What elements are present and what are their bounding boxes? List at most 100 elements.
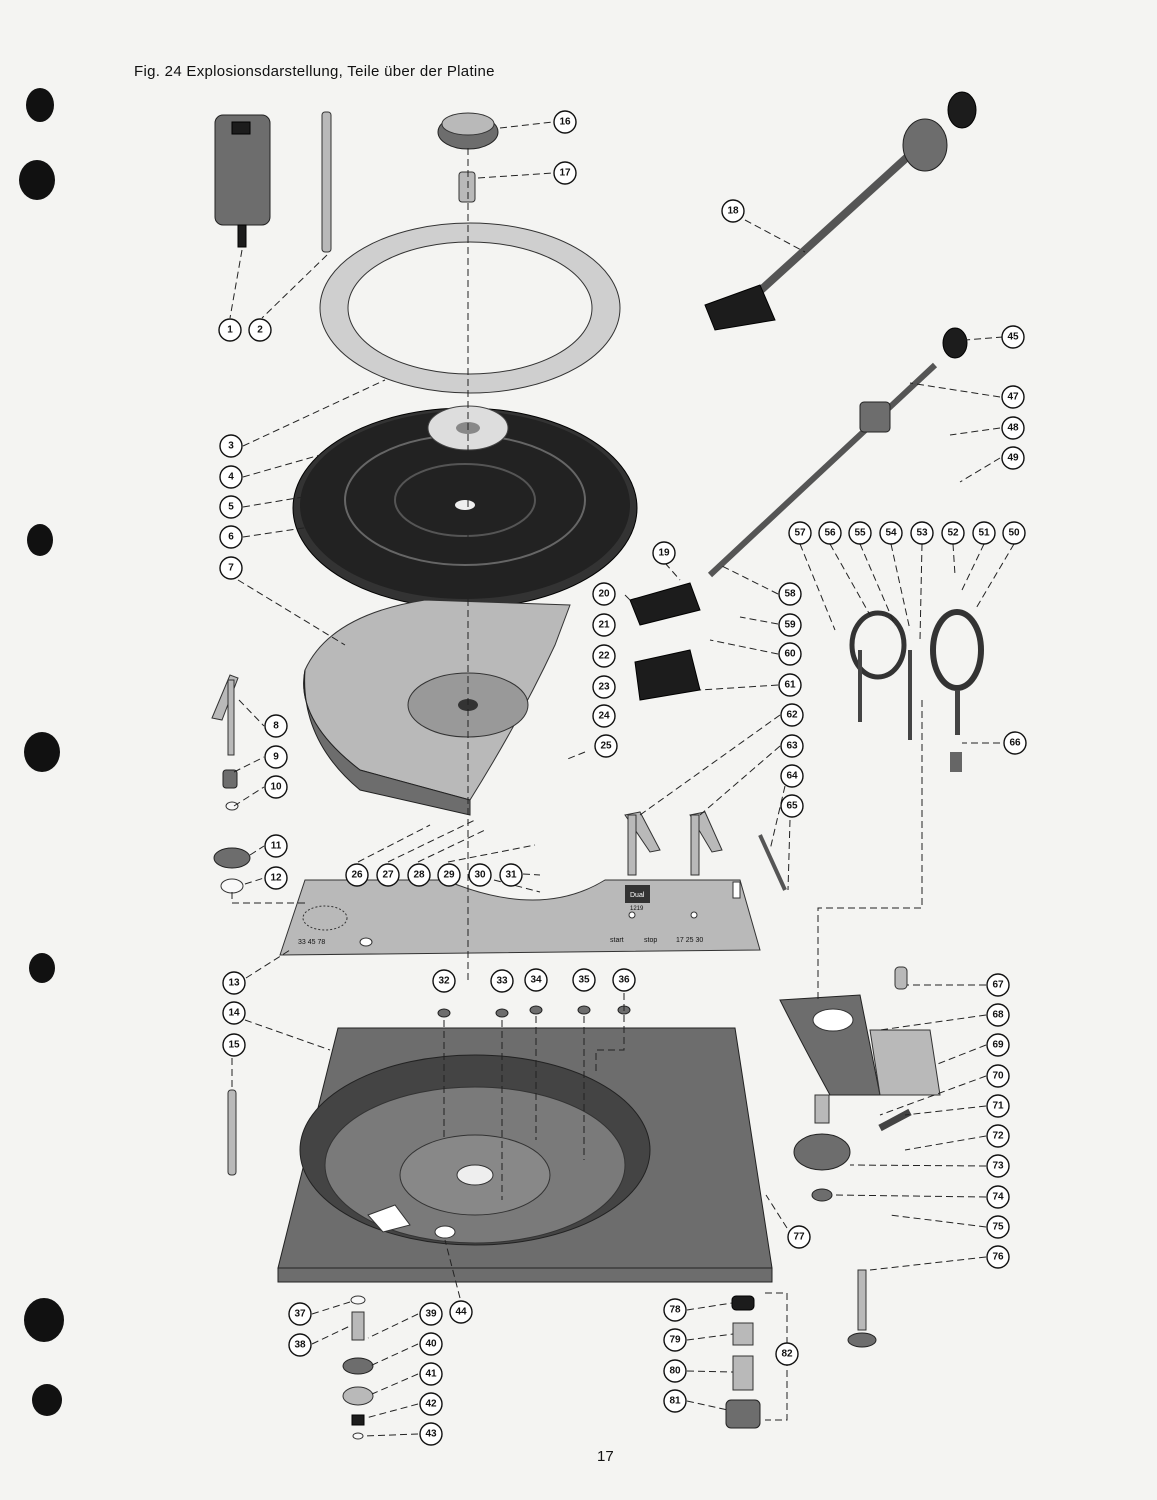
callout-34: 34 [524, 968, 548, 992]
callout-circle [788, 521, 812, 545]
callout-circle [780, 703, 804, 727]
leader-line [739, 616, 779, 625]
callout-circle [986, 1215, 1010, 1239]
leader-line [719, 564, 779, 595]
callout-32: 32 [432, 969, 456, 993]
callout-circle [879, 521, 903, 545]
leader-line [311, 1301, 351, 1315]
leader-line [959, 457, 1001, 483]
callout-circle [592, 704, 616, 728]
callout-circle [553, 110, 577, 134]
callout-circle [612, 968, 636, 992]
punch-hole [24, 1298, 64, 1342]
callout-1: 1 [218, 318, 242, 342]
leader-line [369, 1343, 419, 1367]
leader-line [624, 594, 641, 611]
callout-circle [986, 1033, 1010, 1057]
leader-line [493, 879, 541, 893]
callout-3: 3 [219, 434, 243, 458]
spindle-bushing-part [458, 171, 476, 203]
callout-circle [986, 1185, 1010, 1209]
callout-number: 66 [1009, 738, 1021, 749]
leader-line [765, 1292, 788, 1421]
callout-8: 8 [264, 714, 288, 738]
callout-15: 15 [222, 1033, 246, 1057]
leader-line [686, 1400, 729, 1411]
callout-number: 41 [425, 1369, 437, 1380]
callout-number: 79 [669, 1335, 681, 1346]
callout-66: 66 [1003, 731, 1027, 755]
leader-line [817, 700, 923, 1000]
callout-40: 40 [419, 1332, 443, 1356]
callout-circle [1001, 385, 1025, 409]
punch-hole [19, 160, 55, 200]
callout-circle [910, 521, 934, 545]
leader-line [832, 1194, 987, 1198]
callout-circle [818, 521, 842, 545]
callout-circle [376, 863, 400, 887]
callout-circle [264, 834, 288, 858]
callout-number: 21 [598, 620, 610, 631]
callout-55: 55 [848, 521, 872, 545]
chassis-screws [437, 1005, 631, 1018]
leader-line [949, 427, 1001, 436]
callout-65: 65 [780, 794, 804, 818]
leader-line [639, 714, 781, 816]
callout-57: 57 [788, 521, 812, 545]
leader-line [233, 786, 265, 807]
callout-number: 48 [1007, 423, 1019, 434]
leader-line [244, 1019, 331, 1051]
callout-62: 62 [780, 703, 804, 727]
callout-circle [1001, 325, 1025, 349]
callout-number: 31 [505, 870, 517, 881]
leader-line [477, 172, 554, 179]
callout-number: 9 [273, 752, 279, 763]
callout-number: 68 [992, 1010, 1004, 1021]
callout-79: 79 [663, 1328, 687, 1352]
callout-number: 22 [598, 651, 610, 662]
callout-circle [663, 1328, 687, 1352]
left-small-parts [211, 674, 251, 894]
callout-circle [219, 556, 243, 580]
callout-number: 70 [992, 1071, 1004, 1082]
callout-circle [592, 582, 616, 606]
callout-23: 23 [592, 675, 616, 699]
leader-line [934, 1044, 987, 1066]
callout-circle [972, 521, 996, 545]
callout-number: 72 [992, 1131, 1004, 1142]
callout-number: 80 [669, 1366, 681, 1377]
callout-31: 31 [499, 863, 523, 887]
callout-7: 7 [219, 556, 243, 580]
callout-68: 68 [986, 1003, 1010, 1027]
leader-line [371, 1373, 419, 1395]
callout-circle [419, 1302, 443, 1326]
callout-number: 64 [786, 771, 798, 782]
leader-line [919, 543, 923, 641]
callout-10: 10 [264, 775, 288, 799]
leader-line [233, 756, 265, 773]
callout-number: 32 [438, 976, 450, 987]
callout-circle [264, 866, 288, 890]
callout-number: 75 [992, 1222, 1004, 1233]
callout-37: 37 [288, 1302, 312, 1326]
callout-number: 63 [786, 741, 798, 752]
callout-number: 44 [455, 1307, 467, 1318]
callout-circle [264, 745, 288, 769]
leader-line [664, 562, 681, 581]
leader-line [237, 579, 346, 646]
callout-36: 36 [612, 968, 636, 992]
callout-circle [663, 1389, 687, 1413]
callout-number: 60 [784, 649, 796, 660]
callout-13: 13 [222, 971, 246, 995]
leader-line [765, 1194, 788, 1229]
callout-number: 77 [793, 1232, 805, 1243]
callout-circle [848, 521, 872, 545]
callout-50: 50 [1002, 521, 1026, 545]
punch-hole [26, 88, 54, 122]
plate-pitch-label: 17 25 30 [676, 937, 703, 944]
punch-hole [32, 1384, 62, 1416]
callout-circle [780, 734, 804, 758]
callout-number: 26 [351, 870, 363, 881]
callout-73: 73 [986, 1154, 1010, 1178]
leader-line [974, 543, 1015, 611]
